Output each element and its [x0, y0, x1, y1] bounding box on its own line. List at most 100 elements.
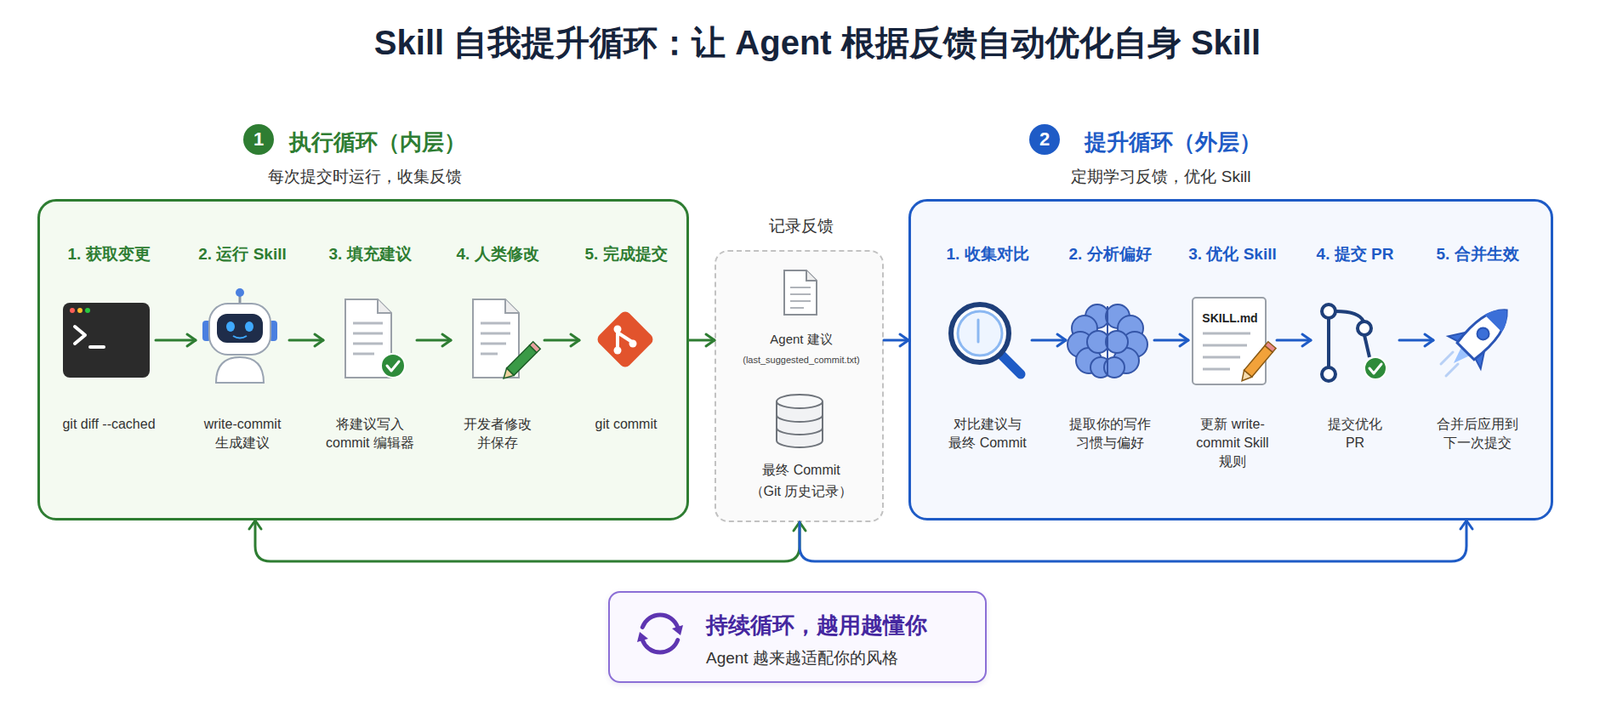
- robot-icon: [202, 288, 278, 383]
- magnifier-icon: [1001, 354, 1021, 375]
- git-icon: [595, 309, 656, 371]
- robot-icon: [226, 321, 235, 332]
- connector-line: [155, 339, 196, 342]
- arrow-head: [1424, 334, 1434, 347]
- step-title: 3. 优化 Skill: [1155, 244, 1310, 265]
- step-node: 2. 运行 Skillwrite-commit 生成建议: [195, 242, 290, 444]
- summary-text: Agent 越来越适配你的风格: [706, 648, 979, 669]
- document-icon: [806, 270, 817, 281]
- step-description: write-commit 生成建议: [187, 415, 298, 453]
- cycle-icon: [642, 640, 678, 654]
- pull-request-icon: [1321, 367, 1336, 382]
- document-edit-icon: [480, 332, 511, 336]
- loop-subtitle: 定期学习反馈，优化 Skill: [982, 166, 1340, 188]
- robot-icon: [216, 357, 264, 383]
- git-icon: [617, 332, 633, 342]
- brain-icon: [1105, 330, 1128, 354]
- terminal-icon: [69, 307, 75, 314]
- brain-icon: [1076, 347, 1102, 374]
- document-edit-icon: [480, 322, 511, 325]
- skill-file-icon: [1244, 345, 1274, 377]
- cycle-icon: [637, 614, 684, 653]
- connector-line: [255, 520, 800, 562]
- brain-icon: [1104, 357, 1125, 378]
- connector-line: [1031, 339, 1066, 342]
- brain-icon: [1087, 330, 1110, 354]
- skill-file-icon: [1202, 368, 1230, 371]
- flow-arrow: [155, 334, 196, 347]
- item-title: 最终 Commit: [726, 461, 877, 479]
- callout-number: 2: [1029, 124, 1060, 155]
- feedback-store: 记录反馈Agent 建议(last_suggested_commit.txt)最…: [714, 250, 884, 523]
- flow-arrow: [688, 334, 715, 347]
- step-node: 2. 分析偏好提取你的写作 习惯与偏好: [1065, 242, 1155, 444]
- arrow-head: [1179, 334, 1189, 347]
- step-title: 1. 获取变更: [32, 244, 186, 265]
- file-name: SKILL.md: [1191, 310, 1269, 326]
- brain-icon: [1067, 331, 1094, 358]
- step-node: 5. 合并生效合并后应用到 下一次提交: [1433, 242, 1522, 444]
- step-title: 1. 收集对比: [911, 244, 1065, 265]
- pull-request-icon: [1326, 318, 1331, 368]
- document-edit-icon: [506, 345, 537, 376]
- database-icon: [776, 415, 823, 422]
- brain-icon: [1067, 304, 1148, 378]
- document-icon: [790, 293, 811, 296]
- brain-icon: [1090, 357, 1111, 378]
- store-item: 最终 Commit（Git 历史记录）: [726, 394, 877, 504]
- step-description: 对比建议与 最终 Commit: [943, 415, 1033, 453]
- summary-title: 持续循环，越用越懂你: [706, 611, 979, 639]
- document-check-icon: [353, 322, 383, 325]
- arrow-head: [249, 520, 262, 530]
- loop-subtitle: 每次提交时运行，收集反馈: [186, 166, 544, 188]
- rocket-icon: [1446, 364, 1458, 376]
- brain-icon: [1121, 331, 1148, 358]
- connector-line: [883, 339, 909, 342]
- step-node: 3. 填充建议将建议写入 commit 编辑器: [323, 242, 417, 444]
- arrow-head: [187, 334, 196, 347]
- database-icon: [776, 401, 823, 448]
- arrow-head: [442, 334, 451, 347]
- step-node: 4. 提交 PR提交优化 PR: [1310, 242, 1400, 444]
- document-edit-icon: [500, 341, 541, 382]
- connector-line: [289, 339, 324, 342]
- arrow-head: [1057, 334, 1066, 347]
- loop-title: 提升循环（外层）: [1036, 128, 1310, 156]
- document-edit-icon: [529, 341, 541, 354]
- document-icon: [790, 286, 811, 289]
- step-description: 合并后应用到 下一次提交: [1430, 415, 1525, 453]
- step-description: 开发者修改 并保存: [455, 415, 541, 453]
- document-check-icon: [387, 361, 399, 371]
- rocket-icon: [1485, 301, 1515, 332]
- step-description: 提取你的写作 习惯与偏好: [1063, 415, 1157, 453]
- document-icon: [790, 307, 804, 309]
- document-check-icon: [377, 299, 392, 314]
- flow-arrow: [1031, 334, 1066, 347]
- skill-file-icon: [1237, 341, 1276, 385]
- connector-line: [688, 339, 715, 342]
- step-node: 1. 获取变更git diff --cached: [62, 242, 156, 444]
- cycle-icon: [637, 632, 649, 643]
- step-node: 1. 收集对比对比建议与 最终 Commit: [943, 242, 1032, 444]
- cycle-icon: [671, 625, 684, 636]
- step-title: 5. 完成提交: [549, 244, 703, 265]
- pull-request-icon: [1321, 304, 1387, 382]
- flow-arrow: [544, 334, 580, 347]
- rocket-icon: [1456, 301, 1516, 361]
- loop-panel: 执行循环（内层）每次提交时运行，收集反馈1. 获取变更git diff --ca…: [37, 199, 689, 521]
- database-icon: [776, 427, 823, 435]
- step-title: 2. 运行 Skill: [165, 244, 319, 265]
- connector-line: [1154, 339, 1189, 342]
- arrow-head: [899, 334, 909, 347]
- brain-icon: [1106, 306, 1109, 376]
- document-check-icon: [353, 342, 383, 346]
- document-check-icon: [345, 299, 405, 378]
- step-description: 将建议写入 commit 编辑器: [321, 415, 420, 453]
- robot-icon: [239, 295, 242, 304]
- document-icon: [784, 270, 817, 315]
- flow-arrow: [249, 520, 806, 562]
- cycle-icon: [642, 614, 678, 628]
